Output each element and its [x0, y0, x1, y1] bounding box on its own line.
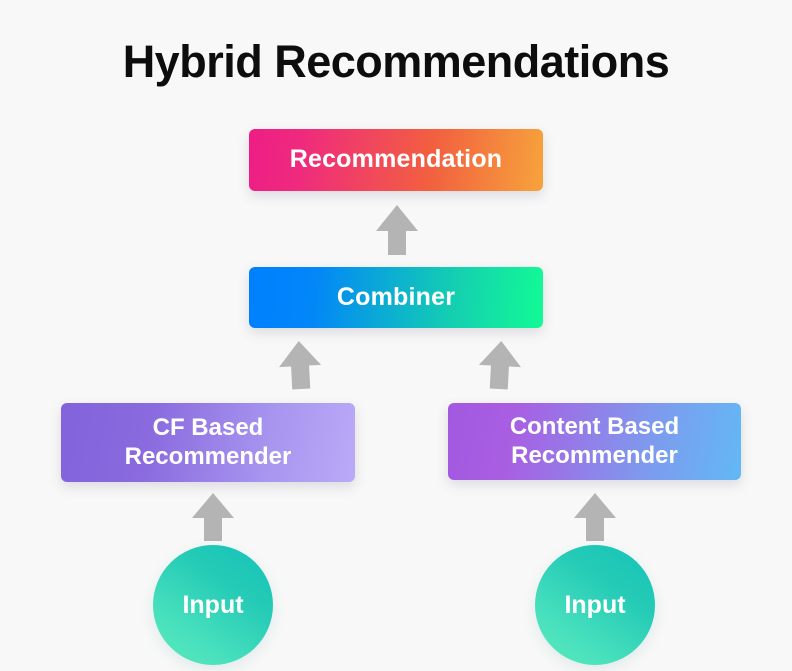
- arrow-up-icon-input-right-to-content: [573, 492, 617, 542]
- node-input-left[interactable]: Input: [153, 545, 273, 665]
- arrow-up-icon-input-left-to-cf: [191, 492, 235, 542]
- arrow-up-icon-combiner-to-recommendation: [375, 204, 419, 256]
- node-cf-based-recommender[interactable]: CF Based Recommender: [61, 403, 355, 482]
- node-input-right[interactable]: Input: [535, 545, 655, 665]
- page-title: Hybrid Recommendations: [122, 36, 670, 87]
- node-content-based-recommender[interactable]: Content Based Recommender: [448, 403, 741, 480]
- node-combiner[interactable]: Combiner: [249, 267, 543, 328]
- node-recommendation[interactable]: Recommendation: [249, 129, 543, 191]
- arrow-up-icon-cf-to-combiner: [277, 339, 324, 391]
- arrow-up-icon-content-to-combiner: [477, 339, 524, 391]
